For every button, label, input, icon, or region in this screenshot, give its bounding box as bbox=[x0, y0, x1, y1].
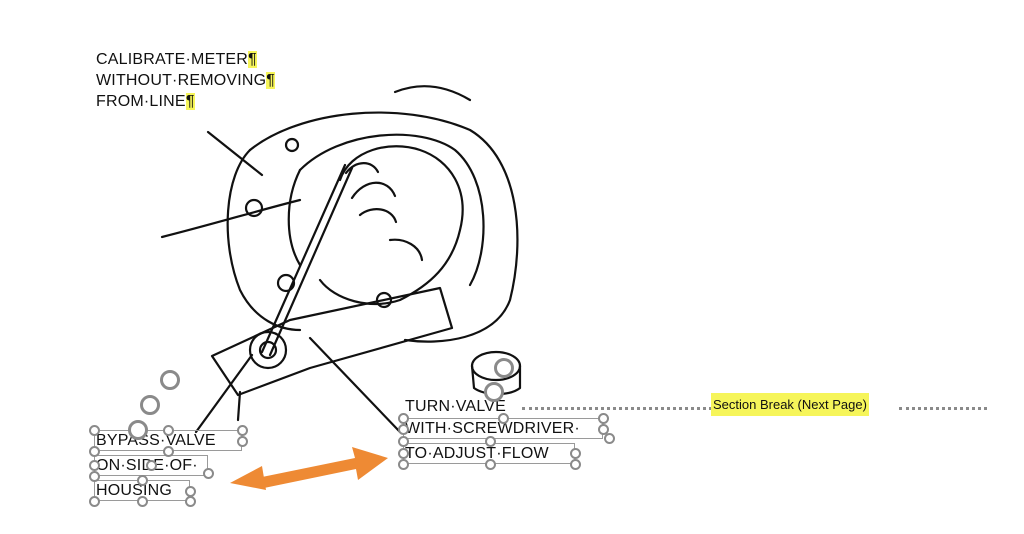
resize-handle[interactable] bbox=[163, 446, 174, 457]
resize-handle[interactable] bbox=[89, 425, 100, 436]
resize-handle[interactable] bbox=[163, 425, 174, 436]
resize-handle[interactable] bbox=[398, 424, 409, 435]
resize-handle[interactable] bbox=[89, 460, 100, 471]
resize-handle[interactable] bbox=[89, 471, 100, 482]
resize-handle[interactable] bbox=[485, 459, 496, 470]
rotate-handle-icon[interactable] bbox=[484, 382, 504, 402]
resize-handle[interactable] bbox=[598, 413, 609, 424]
resize-handle[interactable] bbox=[185, 496, 196, 507]
callout-turn-line1: TURN·VALVE bbox=[405, 398, 506, 415]
resize-handle[interactable] bbox=[398, 459, 409, 470]
callout-bypass-line3: HOUSING bbox=[96, 482, 173, 499]
callout-calibrate-line2: WITHOUT·REMOVING¶ bbox=[96, 72, 276, 89]
resize-handle[interactable] bbox=[89, 496, 100, 507]
rotate-handle-icon[interactable] bbox=[494, 358, 514, 378]
callout-bypass-line1: BYPASS·VALVE bbox=[96, 432, 216, 449]
resize-handle[interactable] bbox=[498, 413, 509, 424]
resize-handle[interactable] bbox=[570, 448, 581, 459]
pilcrow-mark: ¶ bbox=[248, 51, 257, 68]
section-break-line-left bbox=[522, 407, 712, 410]
resize-handle[interactable] bbox=[570, 459, 581, 470]
resize-handle[interactable] bbox=[398, 436, 409, 447]
resize-handle[interactable] bbox=[203, 468, 214, 479]
rotate-handle-icon[interactable] bbox=[128, 420, 148, 440]
callout-turn-line3: TO·ADJUST·FLOW bbox=[405, 445, 549, 462]
callout-turn-line2: WITH·SCREWDRIVER· bbox=[405, 420, 580, 437]
rotate-handle-icon[interactable] bbox=[140, 395, 160, 415]
pilcrow-mark: ¶ bbox=[266, 72, 276, 89]
resize-handle[interactable] bbox=[485, 436, 496, 447]
section-break-label: Section Break (Next Page) bbox=[711, 393, 869, 416]
callout-calibrate-line1: CALIBRATE·METER¶ bbox=[96, 51, 257, 68]
resize-handle[interactable] bbox=[398, 448, 409, 459]
resize-handle[interactable] bbox=[89, 446, 100, 457]
resize-handle[interactable] bbox=[237, 425, 248, 436]
callout-calibrate-line3: FROM·LINE¶ bbox=[96, 93, 195, 110]
section-break-line-right bbox=[899, 407, 987, 410]
resize-handle[interactable] bbox=[137, 496, 148, 507]
resize-handle[interactable] bbox=[237, 436, 248, 447]
resize-handle[interactable] bbox=[137, 475, 148, 486]
resize-handle[interactable] bbox=[146, 460, 157, 471]
resize-handle[interactable] bbox=[398, 413, 409, 424]
rotate-handle-icon[interactable] bbox=[160, 370, 180, 390]
pilcrow-mark: ¶ bbox=[185, 93, 195, 110]
resize-handle[interactable] bbox=[604, 433, 615, 444]
resize-handle[interactable] bbox=[598, 424, 609, 435]
